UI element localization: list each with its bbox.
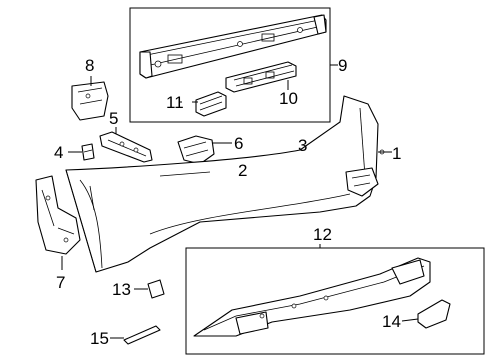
- bumper-cover: [65, 95, 385, 273]
- callout-10: 10: [279, 89, 298, 108]
- upper-retainer: [71, 81, 109, 121]
- side-support-left: [99, 131, 153, 163]
- callout-15: 15: [90, 329, 109, 348]
- lower-cover: [193, 257, 431, 337]
- callout-13: 13: [112, 280, 131, 299]
- lower-cover-group-box: [185, 247, 485, 355]
- molding: [123, 325, 161, 345]
- callout-9: 9: [338, 56, 348, 75]
- callout-6: 6: [234, 134, 244, 153]
- tow-hook-cover: [147, 279, 165, 299]
- callout-11: 11: [166, 93, 184, 112]
- callout-8: 8: [85, 56, 95, 75]
- energy-absorber: [225, 61, 297, 93]
- callout-3: 3: [298, 136, 308, 155]
- side-bracket: [195, 91, 227, 117]
- callout-12: 12: [313, 225, 332, 244]
- callout-14: 14: [382, 312, 401, 331]
- trim-strip: [417, 299, 451, 329]
- callout-5: 5: [109, 109, 119, 128]
- bumper-reinforcement: [139, 14, 327, 79]
- side-support-right: [177, 135, 215, 165]
- callout-2: 2: [238, 161, 248, 180]
- callout-4: 4: [54, 143, 64, 162]
- side-mount-bracket: [35, 175, 81, 255]
- callout-7: 7: [56, 273, 66, 292]
- callout-1: 1: [392, 144, 402, 163]
- clip: [81, 143, 95, 161]
